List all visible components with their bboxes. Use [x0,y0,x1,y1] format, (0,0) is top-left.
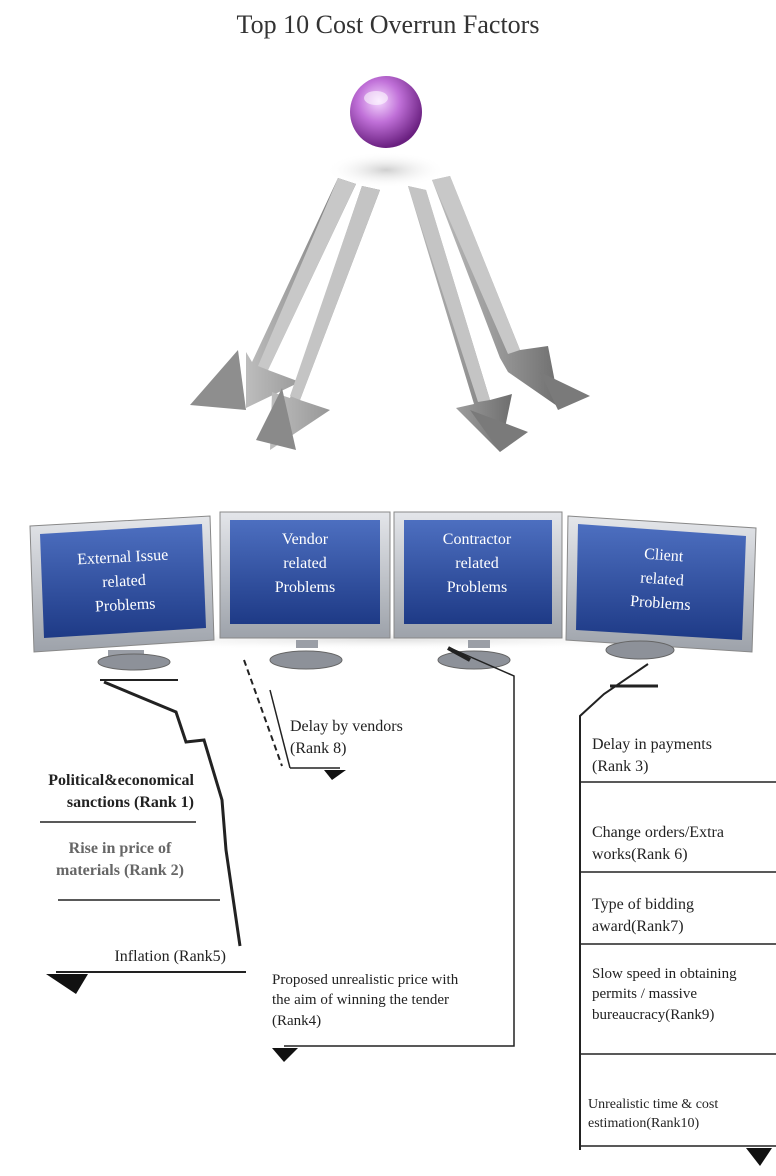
external-end-marker [46,974,88,994]
monitor-contractor [393,511,563,670]
factor-political-sanctions: Political&economical sanctions (Rank 1) [48,772,194,811]
arrow-contractor-icon [408,186,528,452]
vendor-connectors [243,659,340,769]
factor-unrealistic-estimation: Unrealistic time & cost estimation(Rank1… [588,1097,719,1131]
factor-slow-permits: Slow speed in obtaining permits / massiv… [592,966,737,1023]
arrow-client-icon [432,176,590,410]
category-vendor-label: Vendor related Problems [274,531,336,596]
sphere-icon [350,76,422,148]
category-contractor-label: Contractor related Problems [442,531,512,596]
factor-type-of-bidding: Type of bidding award(Rank7) [592,896,694,935]
factor-inflation: Inflation (Rank5) [114,948,226,965]
factor-delay-by-vendors: Delay by vendors (Rank 8) [290,718,403,757]
category-external-label: External Issue related Problems [76,546,169,616]
client-end-marker [746,1148,772,1166]
factor-delay-in-payments: Delay in payments (Rank 3) [592,736,712,775]
category-client-label: Client related Problems [629,545,692,615]
contractor-connectors [284,646,515,1047]
diagram-title: Top 10 Cost Overrun Factors [236,10,540,39]
contractor-end-marker [272,1048,298,1062]
monitor-client [565,515,757,660]
sphere-shadow [326,152,446,188]
monitor-vendor [219,511,391,670]
external-connectors [40,679,246,973]
vendor-end-marker [324,770,346,780]
arrow-external-icon [190,178,356,410]
arrow-vendor-icon [256,186,380,450]
client-connectors [579,663,776,1150]
monitor-external [29,515,215,671]
factor-change-orders: Change orders/Extra works(Rank 6) [592,824,724,863]
factor-unrealistic-price: Proposed unrealistic price with the aim … [272,972,459,1029]
factor-rise-in-material-price: Rise in price of materials (Rank 2) [56,840,184,879]
